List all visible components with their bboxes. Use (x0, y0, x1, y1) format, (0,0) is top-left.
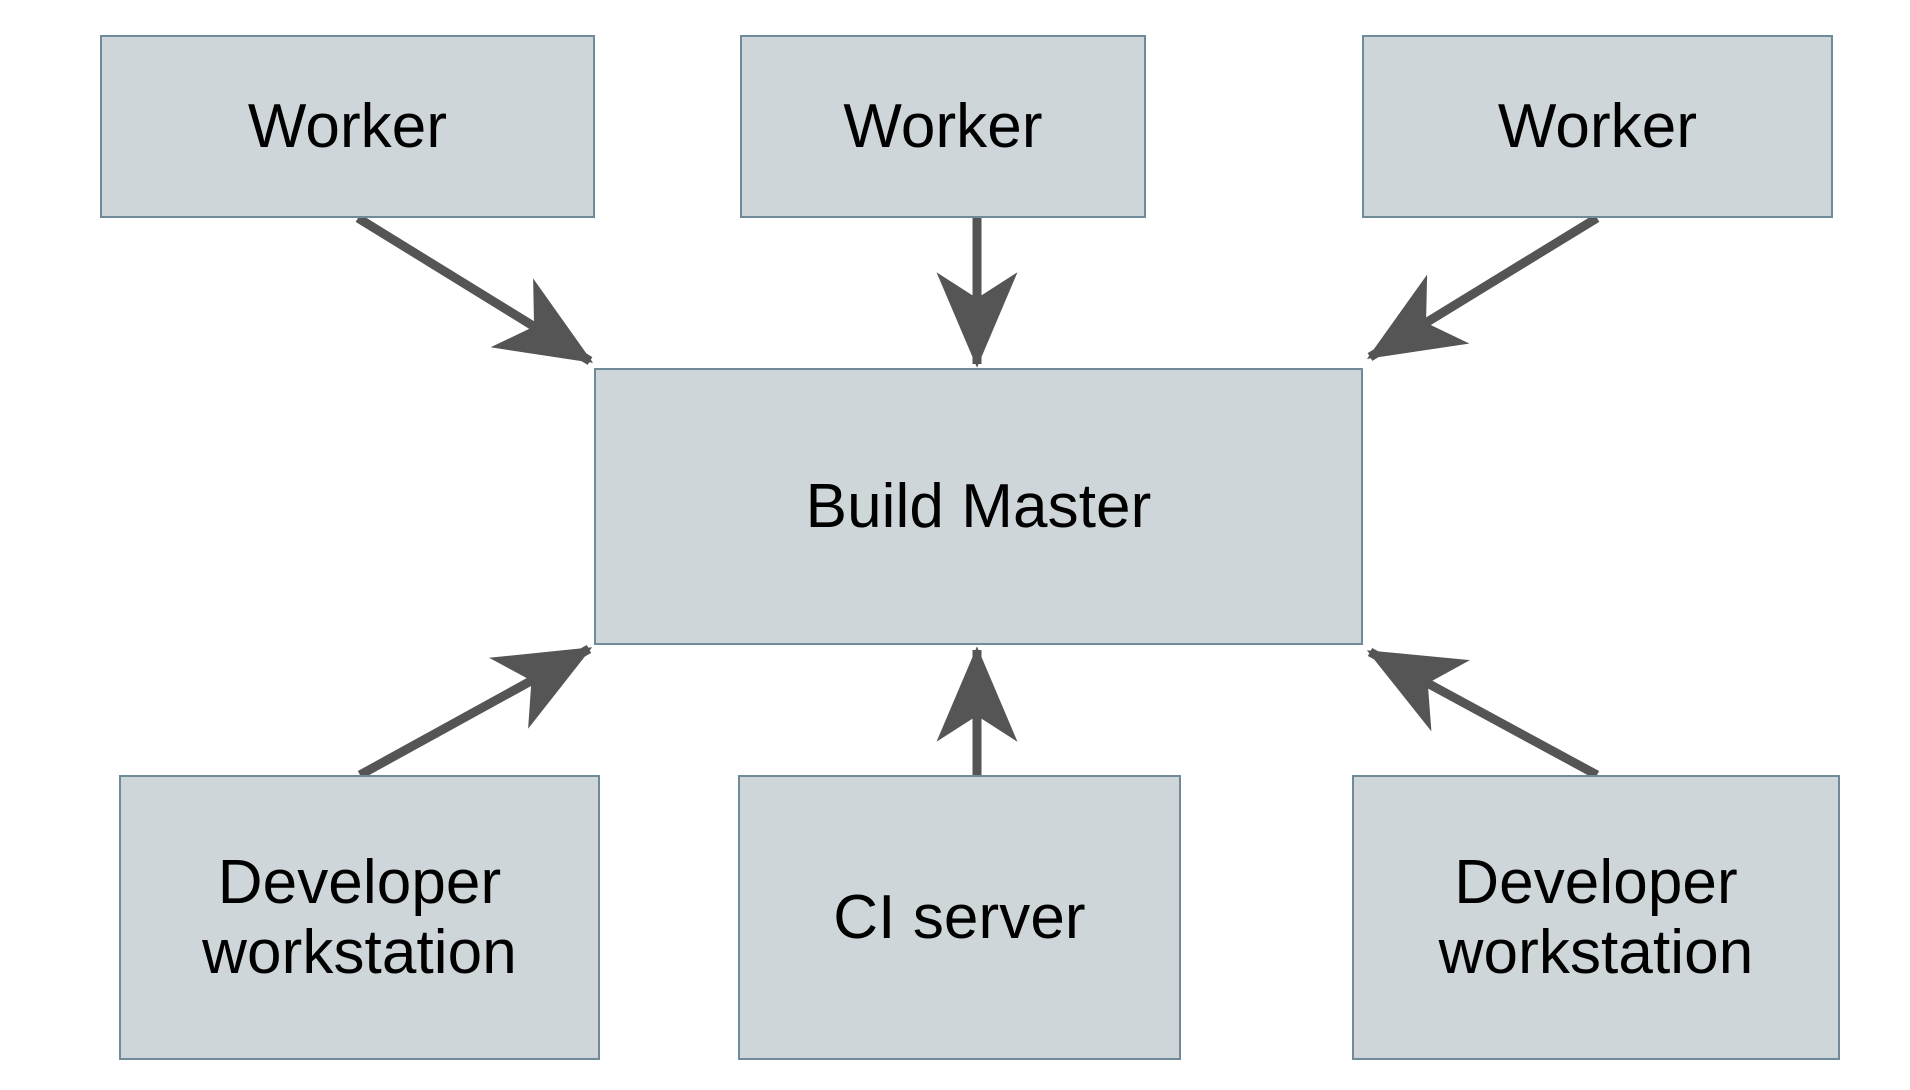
edge-worker3-master (1366, 214, 1600, 361)
edge-devws2-master (1366, 648, 1600, 779)
node-worker-2-label: Worker (843, 91, 1043, 161)
node-worker-1-label: Worker (247, 91, 448, 161)
node-developer-workstation-2-label: Developer workstation (1438, 848, 1754, 987)
node-worker-3-label: Worker (1497, 91, 1698, 161)
node-developer-workstation-2[interactable]: Developer workstation (1352, 775, 1840, 1060)
node-ci-server-label: CI server (833, 882, 1086, 952)
edge-devws1-master (357, 645, 593, 779)
node-build-master[interactable]: Build Master (594, 368, 1363, 645)
node-developer-workstation-1[interactable]: Developer workstation (119, 775, 600, 1060)
node-worker-3[interactable]: Worker (1362, 35, 1833, 218)
node-worker-1[interactable]: Worker (100, 35, 595, 218)
node-worker-2[interactable]: Worker (740, 35, 1146, 218)
edge-worker1-master (355, 214, 594, 365)
node-developer-workstation-1-label: Developer workstation (202, 848, 517, 987)
node-build-master-label: Build Master (805, 471, 1152, 541)
node-ci-server[interactable]: CI server (738, 775, 1181, 1060)
